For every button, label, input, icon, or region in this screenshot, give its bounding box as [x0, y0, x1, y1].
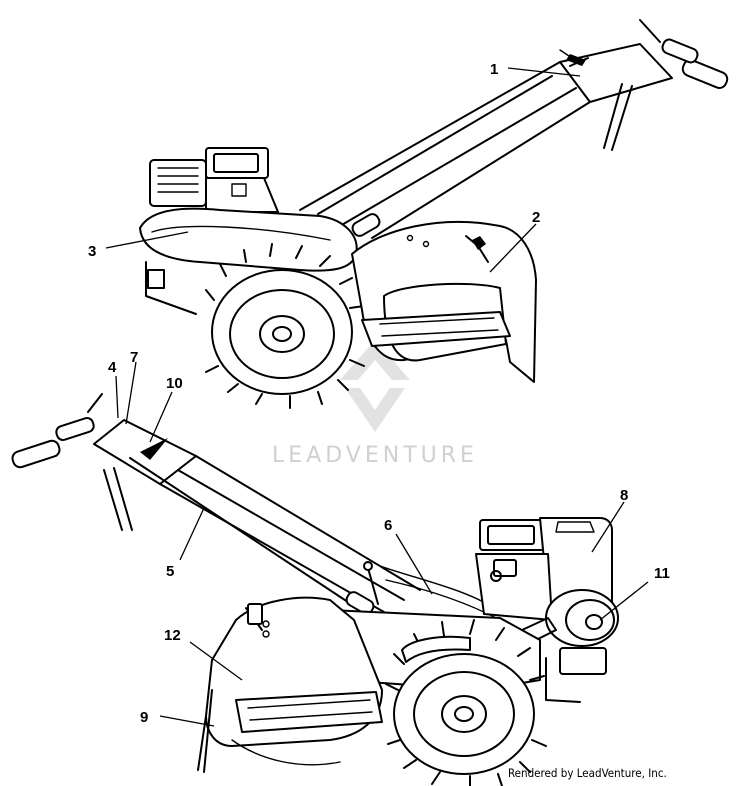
watermark-brand: LEADVENTURE — [272, 443, 478, 468]
lower-tine-hood — [197, 596, 383, 773]
callout-8: 8 — [620, 487, 628, 504]
callout-leaders — [105, 67, 649, 727]
leader-3 — [105, 231, 189, 249]
rendered-by-credit: Rendered by LeadVenture, Inc. — [508, 766, 667, 780]
callout-2: 2 — [532, 209, 540, 226]
callout-4: 4 — [108, 359, 117, 376]
leader-11 — [599, 581, 649, 621]
upper-tiller — [139, 19, 729, 409]
leader-2 — [489, 223, 537, 273]
callout-1: 1 — [490, 61, 498, 78]
callout-12: 12 — [164, 627, 181, 644]
lower-wheel — [385, 619, 547, 786]
callout-7: 7 — [130, 349, 138, 366]
leader-10 — [149, 391, 173, 443]
callout-11: 11 — [654, 565, 670, 582]
lower-handlebar — [93, 419, 501, 621]
upper-handlebar-grips — [603, 19, 729, 151]
leader-1 — [507, 67, 581, 77]
leader-12 — [189, 641, 243, 681]
lower-engine — [475, 517, 619, 647]
leader-7 — [125, 361, 137, 425]
upper-tine-hood — [351, 220, 537, 383]
callout-6: 6 — [384, 517, 392, 534]
leader-4 — [115, 375, 119, 419]
callout-10: 10 — [166, 375, 183, 392]
lower-handlebar-grips — [11, 393, 133, 531]
leader-9 — [159, 715, 215, 727]
callout-5: 5 — [166, 563, 174, 580]
leadventure-watermark: LEADVENTURE — [272, 340, 478, 468]
leader-6 — [395, 533, 433, 595]
callout-labels: 1 2 3 4 5 6 7 8 9 10 11 12 — [88, 61, 670, 726]
callout-9: 9 — [140, 709, 148, 726]
upper-engine — [149, 147, 279, 213]
callout-3: 3 — [88, 243, 96, 260]
leader-8 — [591, 501, 625, 553]
upper-wheel — [145, 243, 365, 409]
leader-5 — [179, 507, 205, 561]
upper-handlebar — [299, 43, 673, 239]
lower-tiller — [11, 393, 619, 786]
